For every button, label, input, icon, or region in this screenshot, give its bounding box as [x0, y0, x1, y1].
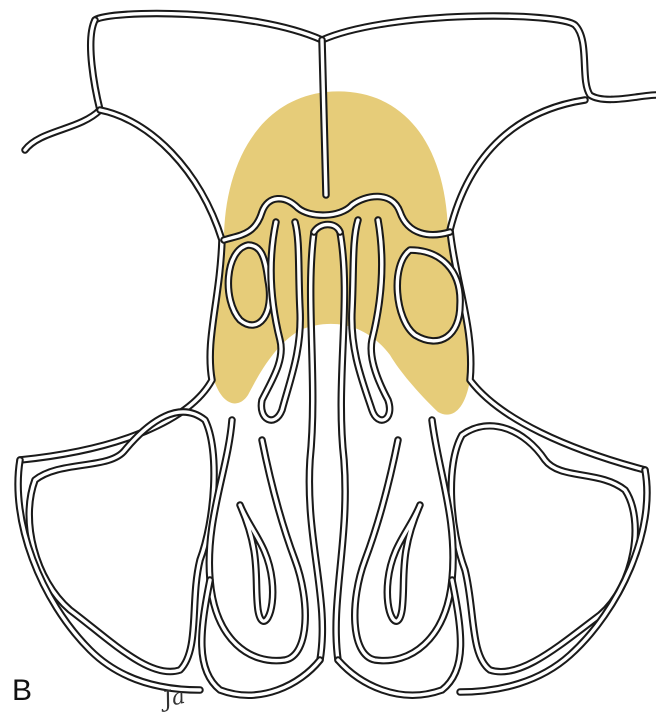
artist-signature: Ja	[161, 684, 188, 713]
inferior-turbinates	[202, 420, 461, 695]
lower-wall	[18, 460, 647, 692]
panel-label: B	[12, 674, 32, 708]
maxillary-sinuses	[29, 412, 635, 672]
